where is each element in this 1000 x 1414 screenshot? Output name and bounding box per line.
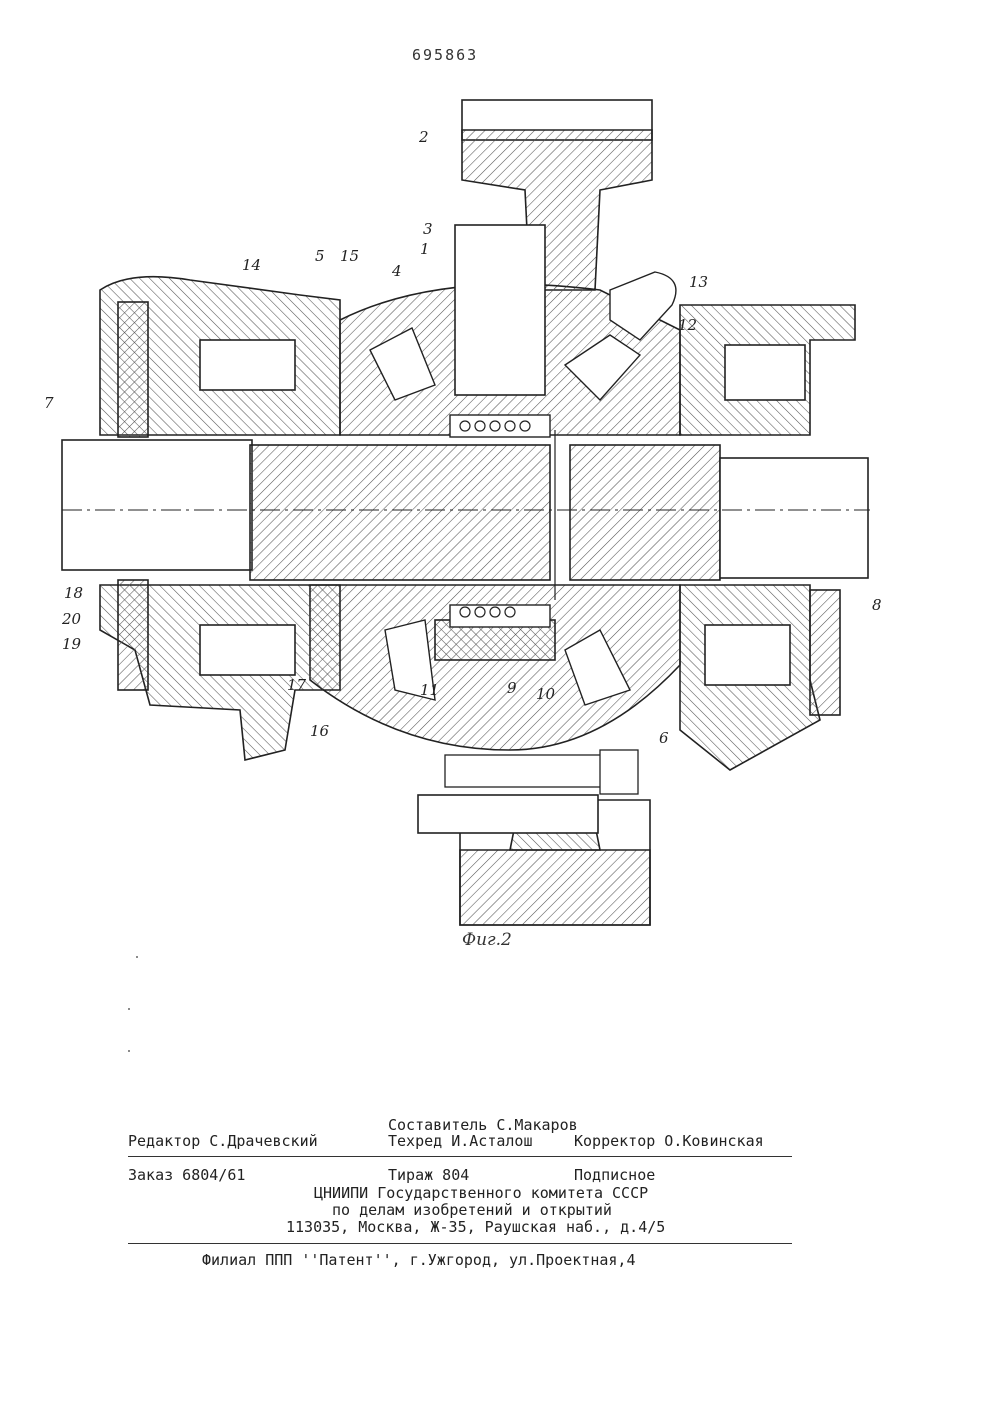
- techred: Техред И.Асталош: [388, 1132, 533, 1150]
- ref-12: 12: [678, 316, 697, 334]
- ref-8: 8: [872, 596, 882, 614]
- ref-16: 16: [310, 722, 330, 740]
- corrector: Корректор О.Ковинская: [574, 1132, 764, 1150]
- figure-caption: Фиг.2: [462, 930, 512, 950]
- ref-10: 10: [536, 685, 556, 703]
- editor: Редактор С.Драчевский: [128, 1132, 318, 1150]
- compiler: Составитель С.Макаров: [388, 1116, 578, 1134]
- divider-top: [128, 1156, 792, 1157]
- branch: Филиал ППП ''Патент'', г.Ужгород, ул.Про…: [202, 1251, 636, 1269]
- ref-5: 5: [315, 247, 325, 265]
- left-bearing-housing: [99, 275, 341, 762]
- ref-2: 2: [418, 128, 429, 146]
- reference-numerals: 2 3 1 14 5 15 4 13 12 7 8 18 20 19 17 16…: [44, 128, 882, 747]
- org-line-1: ЦНИИПИ Государственного комитета СССР: [314, 1184, 649, 1202]
- scan-speck: [128, 1050, 130, 1052]
- ref-19: 19: [62, 635, 82, 653]
- address: 113035, Москва, Ж-35, Раушская наб., д.4…: [286, 1218, 666, 1236]
- scan-speck: [128, 1008, 130, 1010]
- org-line-2: по делам изобретений и открытий: [332, 1201, 612, 1219]
- ref-1: 1: [420, 240, 430, 258]
- circulation: Тираж 804: [388, 1166, 470, 1184]
- gearbox-section-drawing: 2 3 1 14 5 15 4 13 12 7 8 18 20 19 17 16…: [44, 99, 882, 926]
- divider-bottom: [128, 1243, 792, 1244]
- ref-18: 18: [64, 584, 83, 602]
- ref-15: 15: [340, 247, 359, 265]
- ref-4: 4: [391, 262, 402, 280]
- patent-number: 695863: [412, 46, 479, 64]
- ref-7: 7: [44, 394, 54, 412]
- shafts: [61, 430, 870, 600]
- order: Заказ 6804/61: [128, 1166, 246, 1184]
- right-bearing-housing: [679, 304, 856, 771]
- scan-speck: [136, 956, 138, 958]
- ref-11: 11: [420, 681, 439, 699]
- subscription: Подписное: [574, 1166, 656, 1184]
- ref-3: 3: [423, 220, 433, 238]
- ref-17: 17: [287, 676, 307, 694]
- bolt: [444, 749, 639, 795]
- spring-packs: [459, 420, 531, 618]
- ref-13: 13: [689, 273, 708, 291]
- ref-14: 14: [242, 256, 261, 274]
- ref-6: 6: [659, 729, 669, 747]
- ref-9: 9: [507, 679, 517, 697]
- ref-20: 20: [61, 610, 82, 628]
